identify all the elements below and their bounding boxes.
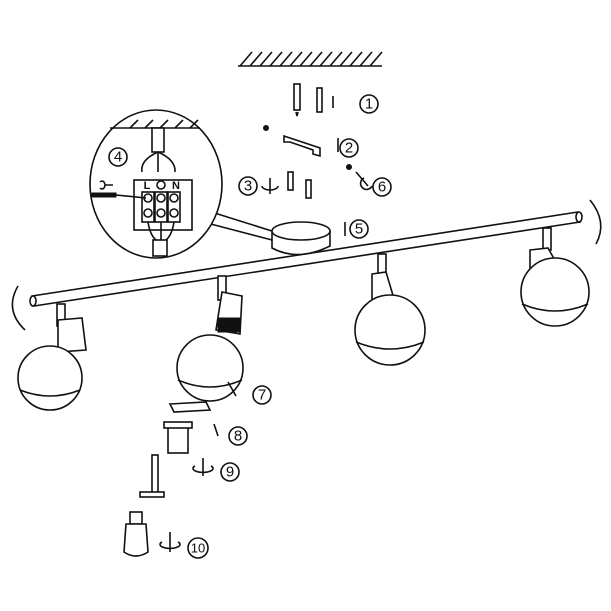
step-3-marker: 3 [238,176,258,196]
spotlight-4 [520,227,590,327]
ceiling-hatch [238,51,383,67]
screwdriver-rotation-icon [261,178,279,194]
mounting-bracket [263,125,339,158]
step-2-marker: 2 [339,138,359,158]
spotlight-1 [17,303,87,411]
svg-text:10: 10 [191,541,205,556]
wiring-detail-inset: L N [89,109,276,259]
step-4-marker: 4 [108,147,128,167]
svg-text:2: 2 [345,140,353,157]
threaded-rod [139,454,214,498]
ceiling-canopy [271,221,346,256]
step-8-marker: 8 [228,426,248,446]
svg-text:5: 5 [355,221,363,238]
nut-and-rotation-icon [346,164,373,191]
svg-text:8: 8 [234,428,242,445]
spotlight-3 [354,253,426,366]
spotlight-2 [176,275,244,402]
glass-ring [168,381,237,413]
light-bulb [123,511,181,557]
step-1-marker: 1 [359,94,379,114]
step-10-marker: 10 [187,537,209,559]
terminal-label-live: L [144,180,151,192]
step-5-marker: 5 [349,219,369,239]
terminal-label-neutral: N [172,180,180,192]
svg-text:6: 6 [378,179,386,196]
lamp-holder [163,421,219,454]
light-bar [11,199,602,331]
step-9-marker: 9 [220,462,240,482]
fixing-screws [287,171,312,199]
svg-text:4: 4 [114,149,122,166]
svg-text:9: 9 [226,464,234,481]
svg-text:3: 3 [244,178,252,195]
wall-plugs-and-screws [293,83,334,117]
step-6-marker: 6 [372,177,392,197]
step-7-marker: 7 [252,385,272,405]
svg-text:7: 7 [258,387,266,404]
svg-text:1: 1 [365,96,373,113]
